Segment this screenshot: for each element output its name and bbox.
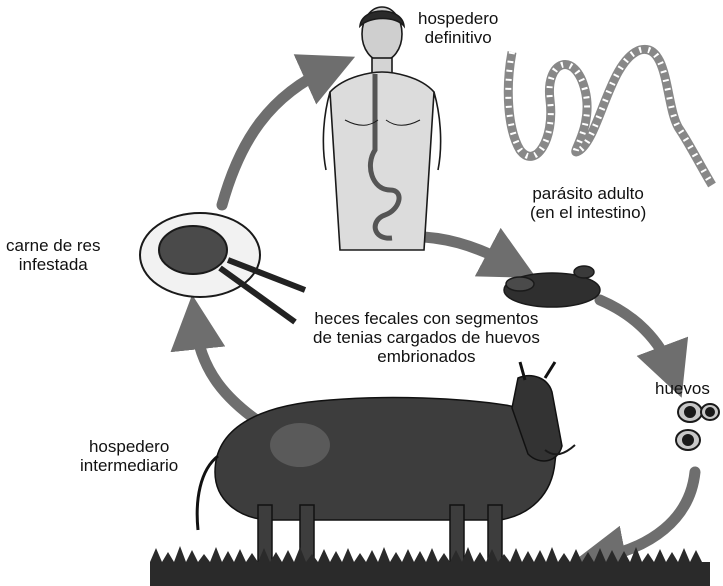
label-line: parásito adulto — [530, 184, 646, 203]
arrow-feces-to-eggs — [600, 300, 672, 372]
label-adult-parasite: parásito adulto (en el intestino) — [530, 184, 646, 222]
label-line: (en el intestino) — [530, 203, 646, 222]
label-line: heces fecales con segmentos — [313, 309, 540, 328]
label-line: definitivo — [418, 28, 498, 47]
arrow-cow-to-meat — [195, 322, 268, 428]
label-eggs: huevos — [655, 379, 710, 398]
label-feces: heces fecales con segmentos de tenias ca… — [313, 309, 540, 366]
label-intermediate-host: hospedero intermediario — [80, 437, 178, 475]
label-line: intermediario — [80, 456, 178, 475]
label-line: infestada — [6, 255, 101, 274]
arrow-eggs-to-cow — [598, 472, 695, 558]
label-definitive-host: hospedero definitivo — [418, 9, 498, 47]
label-infested-meat: carne de res infestada — [6, 236, 101, 274]
tapeworm-icon — [508, 49, 712, 185]
feces-icon — [504, 266, 600, 307]
label-line: carne de res — [6, 236, 101, 255]
label-line: hospedero — [418, 9, 498, 28]
cow-icon — [197, 362, 575, 567]
meat-plate-icon — [140, 213, 305, 322]
eggs-icon — [676, 402, 719, 450]
label-line: huevos — [655, 379, 710, 398]
label-line: de tenias cargados de huevos — [313, 328, 540, 347]
label-line: hospedero — [80, 437, 178, 456]
label-line: embrionados — [313, 347, 540, 366]
arrow-meat-to-human — [222, 68, 330, 205]
